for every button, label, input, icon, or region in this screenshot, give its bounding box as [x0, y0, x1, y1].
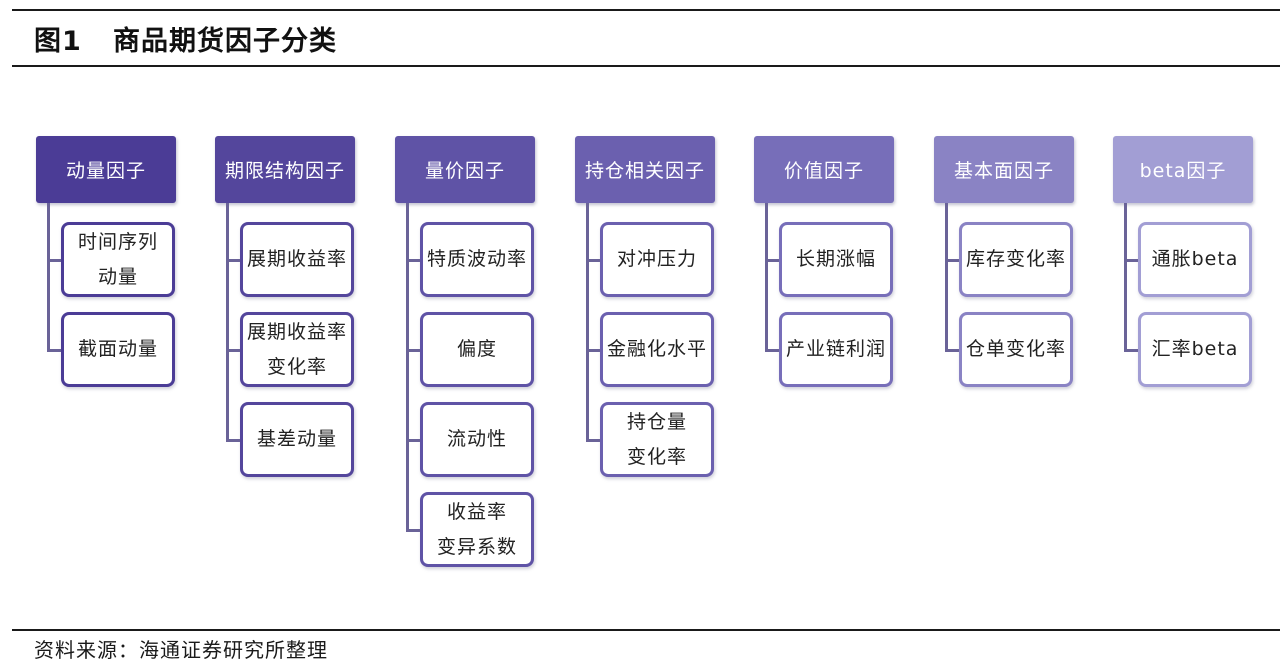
- factor-box: 持仓量 变化率: [600, 402, 714, 477]
- tree-connector-horizontal: [226, 348, 242, 352]
- factor-label: 展期收益率: [246, 248, 347, 270]
- factor-label: 通胀beta: [1151, 248, 1239, 270]
- factor-box: 对冲压力: [600, 222, 714, 297]
- category-header: beta因子: [1113, 136, 1253, 203]
- factor-label: 仓单变化率: [965, 338, 1066, 360]
- tree-connector-vertical: [1124, 203, 1127, 352]
- factor-label: 截面动量: [77, 338, 158, 360]
- tree-connector-horizontal: [586, 348, 602, 352]
- factor-box: 收益率 变异系数: [420, 492, 534, 567]
- factor-box: 展期收益率 变化率: [240, 312, 354, 387]
- factor-label: 库存变化率: [965, 248, 1066, 270]
- tree-connector-vertical: [47, 203, 50, 352]
- factor-label: 时间序列 动量: [77, 230, 158, 288]
- category-header: 持仓相关因子: [575, 136, 715, 203]
- tree-connector-horizontal: [765, 258, 781, 262]
- tree-connector-horizontal: [47, 348, 63, 352]
- factor-box: 截面动量: [61, 312, 175, 387]
- bottom-rule: [12, 629, 1280, 631]
- tree-connector-horizontal: [47, 258, 63, 262]
- tree-connector-horizontal: [765, 348, 781, 352]
- factor-box: 产业链利润: [779, 312, 893, 387]
- title-underline: [12, 65, 1280, 67]
- factor-box: 通胀beta: [1138, 222, 1252, 297]
- tree-connector-horizontal: [1124, 348, 1140, 352]
- factor-label: 偏度: [456, 338, 497, 360]
- figure-title-wrap: 图1 商品期货因子分类: [34, 18, 337, 58]
- category-header: 动量因子: [36, 136, 176, 203]
- tree-connector-horizontal: [586, 438, 602, 442]
- tree-connector-horizontal: [945, 348, 961, 352]
- factor-box: 金融化水平: [600, 312, 714, 387]
- tree-connector-horizontal: [406, 528, 422, 532]
- tree-connector-vertical: [226, 203, 229, 442]
- category-header: 量价因子: [395, 136, 535, 203]
- tree-connector-horizontal: [406, 348, 422, 352]
- factor-label: 流动性: [446, 428, 507, 450]
- factor-box: 时间序列 动量: [61, 222, 175, 297]
- factor-box: 库存变化率: [959, 222, 1073, 297]
- factor-label: 汇率beta: [1151, 338, 1239, 360]
- tree-connector-horizontal: [945, 258, 961, 262]
- tree-connector-vertical: [586, 203, 589, 442]
- category-header: 基本面因子: [934, 136, 1074, 203]
- factor-label: 金融化水平: [606, 338, 707, 360]
- category-header: 期限结构因子: [215, 136, 355, 203]
- factor-label: 产业链利润: [785, 338, 886, 360]
- category-header: 价值因子: [754, 136, 894, 203]
- top-rule: [12, 9, 1280, 11]
- factor-label: 特质波动率: [426, 248, 527, 270]
- factor-box: 汇率beta: [1138, 312, 1252, 387]
- factor-label: 收益率 变异系数: [436, 500, 517, 558]
- factor-box: 长期涨幅: [779, 222, 893, 297]
- factor-box: 展期收益率: [240, 222, 354, 297]
- factor-label: 展期收益率 变化率: [246, 320, 347, 378]
- source-note: 资料来源：海通证券研究所整理: [34, 638, 328, 662]
- factor-label: 长期涨幅: [795, 248, 876, 270]
- factor-box: 基差动量: [240, 402, 354, 477]
- tree-connector-vertical: [406, 203, 409, 532]
- factor-box: 特质波动率: [420, 222, 534, 297]
- tree-connector-vertical: [945, 203, 948, 352]
- tree-connector-horizontal: [226, 438, 242, 442]
- tree-connector-horizontal: [406, 258, 422, 262]
- tree-connector-horizontal: [226, 258, 242, 262]
- tree-connector-horizontal: [586, 258, 602, 262]
- factor-label: 对冲压力: [616, 248, 697, 270]
- figure-title: 图1 商品期货因子分类: [34, 25, 337, 57]
- tree-connector-horizontal: [1124, 258, 1140, 262]
- factor-label: 基差动量: [256, 428, 337, 450]
- tree-connector-vertical: [765, 203, 768, 352]
- factor-box: 仓单变化率: [959, 312, 1073, 387]
- tree-connector-horizontal: [406, 438, 422, 442]
- factor-label: 持仓量 变化率: [626, 410, 687, 468]
- factor-box: 偏度: [420, 312, 534, 387]
- factor-box: 流动性: [420, 402, 534, 477]
